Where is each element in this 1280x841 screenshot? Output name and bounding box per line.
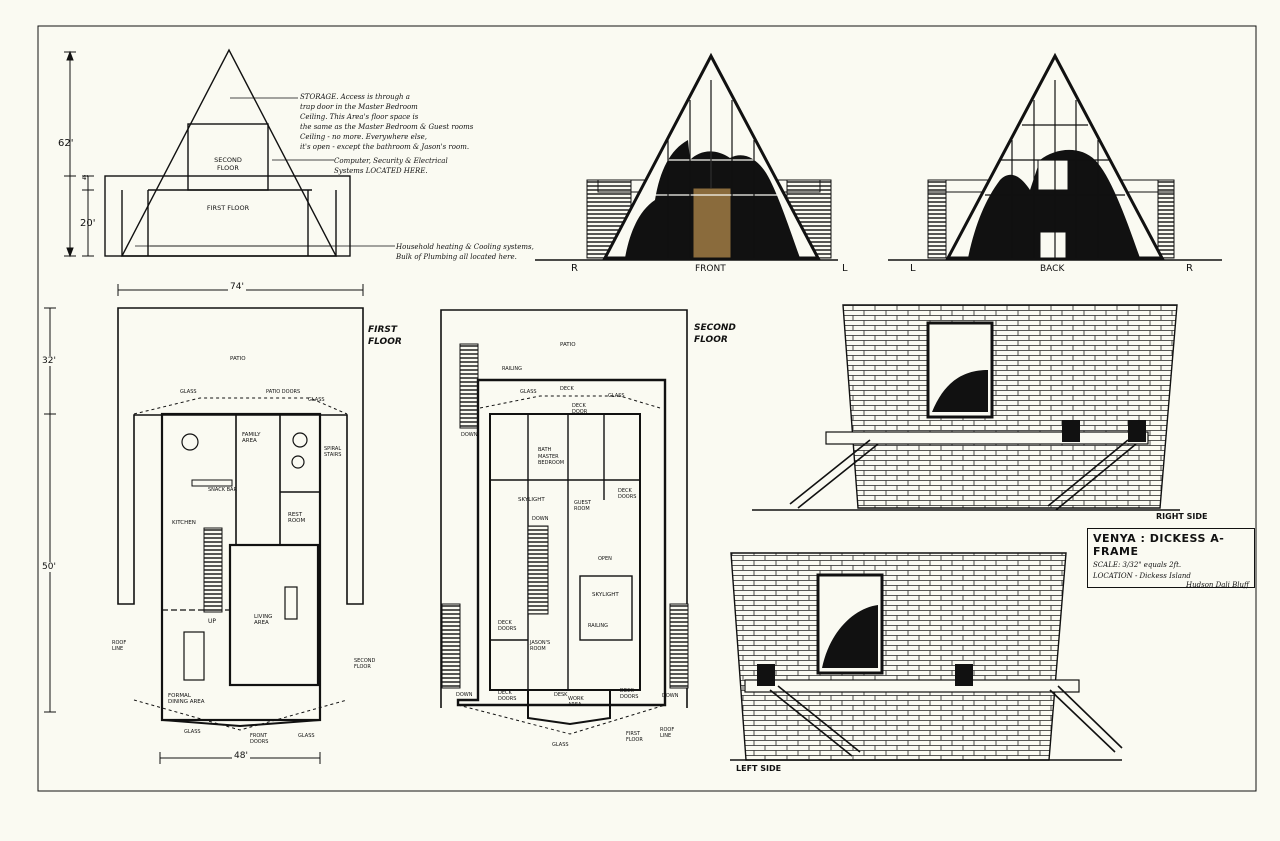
back-left-side-letter: L [910,263,916,274]
ff-room-living: LIVING AREA [254,614,273,626]
sf-work-area: WORK AREA [568,696,584,708]
dim-small: 4' [82,174,89,182]
sf-down-middle: DOWN [532,516,549,522]
sf-deck-doors-right: DECK DOORS [618,488,637,500]
note-storage-line: STORAGE. Access is through a [300,93,410,101]
sf-room-skylight-2: SKYLIGHT [592,592,619,598]
sf-desk: DESK [554,692,568,698]
sf-down-left: DOWN [461,432,478,438]
dim-patio-depth: 32' [42,356,56,366]
dim-house-depth: 50' [42,562,56,572]
ff-room-up: UP [208,618,217,625]
ff-room-snack: SNACK BAR [208,487,237,493]
note-storage-line: trap door in the Master Bedroom [300,103,418,111]
note-systems-line: Computer, Security & Electrical [334,157,448,165]
sf-room-skylight-1: SKYLIGHT [518,497,545,503]
left-side-elevation [730,552,1123,761]
note-basement-line: Bulk of Plumbing all located here. [396,253,517,261]
note-storage: STORAGE. Access is through a trap door i… [300,92,473,152]
note-storage-line: the same as the Master Bedroom & Guest r… [300,123,474,131]
note-basement: Household heating & Cooling systems, Bul… [396,242,534,262]
left-side-label: LEFT SIDE [736,764,782,773]
sf-room-patio: PATIO [560,342,576,348]
designer-signature: Hudson Dali Bluff [1186,581,1249,589]
second-floor-heading: SECOND FLOOR [694,323,736,345]
ff-room-patio: PATIO [230,356,246,362]
ff-patio-doors: PATIO DOORS [266,389,301,395]
sf-deck: DECK [560,386,574,392]
sf-deck-doors-bottom: DECK DOORS [498,690,517,702]
second-floor-plan [440,309,689,735]
ff-spiral-stairs: SPIRAL STAIRS [324,446,342,458]
sf-deck-doors-bottom-right: DECK DOORS [620,688,639,700]
first-floor-heading: FIRST FLOOR [368,325,402,347]
ff-glass-bottom-right: GLASS [298,733,315,739]
note-storage-line: Ceiling. This Area's floor space is [300,113,419,121]
title-block: VENYA : DICKESS A-FRAME SCALE: 3/32" equ… [1087,528,1255,589]
sf-railing: RAILING [588,623,609,629]
note-leaders [150,97,395,247]
sf-down-bottom-right: DOWN [662,693,679,699]
dim-bottom-width: 48' [232,751,250,761]
back-right-side-letter: R [1186,263,1193,274]
dim-first-floor-width: 74' [228,282,246,292]
ff-roof-line: ROOF LINE [112,640,127,652]
ff-glass-left: GLASS [180,389,197,395]
section-room-first: FIRST FLOOR [206,204,250,212]
sf-deck-door: DECK DOOR [572,403,588,415]
note-storage-line: Ceiling - no more. Everywhere else, [300,133,427,141]
ff-second-floor-note: SECOND FLOOR [354,658,376,670]
section-dimension-lines [64,50,94,258]
sf-glass-right: GLASS [608,393,625,399]
sf-glass-left: GLASS [520,389,537,395]
sf-room-jason: JASON'S ROOM [530,640,551,652]
sf-roof-line: ROOF LINE [660,727,675,739]
front-elevation-drawing [535,52,838,261]
note-basement-line: Household heating & Cooling systems, [396,243,534,251]
ff-room-rest: REST ROOM [288,512,306,524]
sf-deck-doors-left: DECK DOORS [498,620,517,632]
note-systems-line: Systems LOCATED HERE. [334,167,428,175]
sheet-border [37,25,1257,792]
ff-room-family: FAMILY AREA [242,432,261,444]
sf-first-floor-note: FIRST FLOOR [626,731,643,743]
right-side-elevation [752,304,1180,511]
dim-total-height: 62' [58,138,74,149]
ff-front-doors: FRONT DOORS [250,733,269,745]
ff-glass-bottom-left: GLASS [184,729,201,735]
note-systems: Computer, Security & Electrical Systems … [334,156,448,176]
ff-room-dining: FORMAL DINING AREA [168,693,205,705]
sf-railing-top: RAILING [502,366,523,372]
project-title: VENYA : DICKESS A-FRAME [1093,532,1225,558]
front-right-side-letter: L [842,263,848,274]
front-left-side-letter: R [571,263,578,274]
section-room-second: SECOND FLOOR [214,156,242,172]
sf-down-bottom-left: DOWN [456,692,473,698]
back-elevation-drawing [888,52,1222,261]
right-side-label: RIGHT SIDE [1156,512,1208,521]
sf-room-master: MASTER BEDROOM [538,454,565,466]
cross-section-drawing [104,48,351,257]
drawing-location: LOCATION - Dickess Island [1093,572,1191,580]
sf-room-open: OPEN [598,556,612,562]
front-elevation-label: FRONT [695,264,726,274]
sf-glass-bottom: GLASS [552,742,569,748]
dim-first-floor-height: 20' [80,218,96,229]
back-elevation-label: BACK [1040,264,1065,274]
ff-glass-right: GLASS [308,397,325,403]
first-floor-plan [44,284,364,764]
ff-room-kitchen: KITCHEN [172,520,196,526]
drawing-scale: SCALE: 3/32" equals 2ft. [1093,561,1182,569]
note-storage-line: it's open - except the bathroom & Jason'… [300,143,470,151]
sf-room-guest: GUEST ROOM [574,500,591,512]
sf-room-bath: BATH [538,447,552,453]
